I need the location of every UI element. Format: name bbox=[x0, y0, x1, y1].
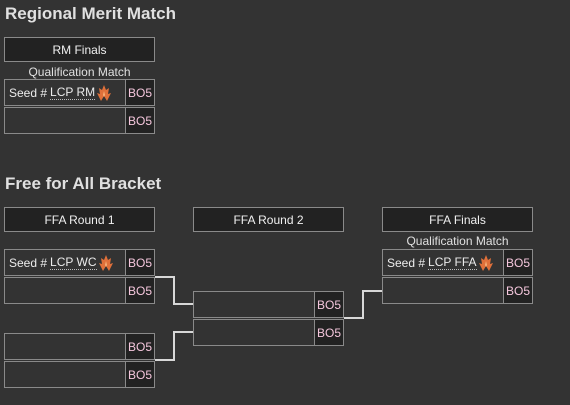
best-of-label: BO5 bbox=[125, 80, 154, 105]
flame-logo-icon bbox=[98, 254, 113, 271]
bracket-connector bbox=[173, 276, 175, 305]
best-of-label: BO5 bbox=[125, 250, 154, 275]
ffa-r2-team-row-2[interactable]: BO5 bbox=[193, 319, 344, 346]
team-slot bbox=[5, 278, 9, 303]
best-of-label: BO5 bbox=[125, 108, 154, 133]
ffa-finals-header: FFA Finals bbox=[382, 207, 533, 232]
ffa-finals-team-row-2[interactable]: BO5 bbox=[382, 277, 533, 304]
regional-section-title: Regional Merit Match bbox=[5, 4, 176, 23]
rm-finals-header: RM Finals bbox=[4, 37, 155, 62]
seed-label: Seed # bbox=[9, 255, 48, 270]
ffa-r1-m2-team-row-2[interactable]: BO5 bbox=[4, 361, 155, 388]
best-of-label: BO5 bbox=[125, 278, 154, 303]
rm-team-row-1[interactable]: Seed # LCP RM BO5 bbox=[4, 79, 155, 106]
team-slot bbox=[194, 292, 198, 317]
ffa-r2-team-row-1[interactable]: BO5 bbox=[193, 291, 344, 318]
ffa-r1-m2-team-row-1[interactable]: BO5 bbox=[4, 333, 155, 360]
bracket-connector bbox=[155, 276, 174, 278]
seed-label: Seed # bbox=[387, 255, 426, 270]
team-slot: Seed # LCP RM bbox=[5, 80, 112, 105]
team-slot: Seed # LCP FFA bbox=[383, 250, 493, 275]
best-of-label: BO5 bbox=[125, 362, 154, 387]
bracket-connector bbox=[173, 331, 175, 361]
flame-logo-icon bbox=[97, 84, 112, 101]
ffa-round-2-header: FFA Round 2 bbox=[193, 207, 344, 232]
ffa-r1-m1-team-row-1[interactable]: Seed # LCP WC BO5 bbox=[4, 249, 155, 276]
best-of-label: BO5 bbox=[314, 320, 343, 345]
team-slot bbox=[194, 320, 198, 345]
rm-qualification-label: Qualification Match bbox=[28, 65, 131, 79]
bracket-connector bbox=[362, 290, 364, 319]
team-link[interactable]: LCP RM bbox=[50, 84, 96, 100]
bracket-connector bbox=[362, 290, 382, 292]
team-slot bbox=[5, 362, 9, 387]
best-of-label: BO5 bbox=[314, 292, 343, 317]
best-of-label: BO5 bbox=[125, 334, 154, 359]
ffa-section-title: Free for All Bracket bbox=[5, 174, 162, 193]
bracket-connector bbox=[173, 303, 193, 305]
team-slot: Seed # LCP WC bbox=[5, 250, 113, 275]
bracket-connector bbox=[173, 331, 193, 333]
rm-team-row-2[interactable]: BO5 bbox=[4, 107, 155, 134]
team-slot bbox=[383, 278, 387, 303]
bracket-connector bbox=[344, 317, 363, 319]
flame-logo-icon bbox=[478, 254, 493, 271]
bracket-connector bbox=[155, 359, 174, 361]
ffa-qualification-label: Qualification Match bbox=[406, 234, 509, 248]
best-of-label: BO5 bbox=[503, 278, 532, 303]
ffa-finals-team-row-1[interactable]: Seed # LCP FFA BO5 bbox=[382, 249, 533, 276]
best-of-label: BO5 bbox=[503, 250, 532, 275]
seed-label: Seed # bbox=[9, 85, 48, 100]
team-slot bbox=[5, 334, 9, 359]
ffa-r1-m1-team-row-2[interactable]: BO5 bbox=[4, 277, 155, 304]
team-link[interactable]: LCP FFA bbox=[428, 254, 477, 270]
team-link[interactable]: LCP WC bbox=[50, 254, 97, 270]
team-slot bbox=[5, 108, 9, 133]
ffa-round-1-header: FFA Round 1 bbox=[4, 207, 155, 232]
